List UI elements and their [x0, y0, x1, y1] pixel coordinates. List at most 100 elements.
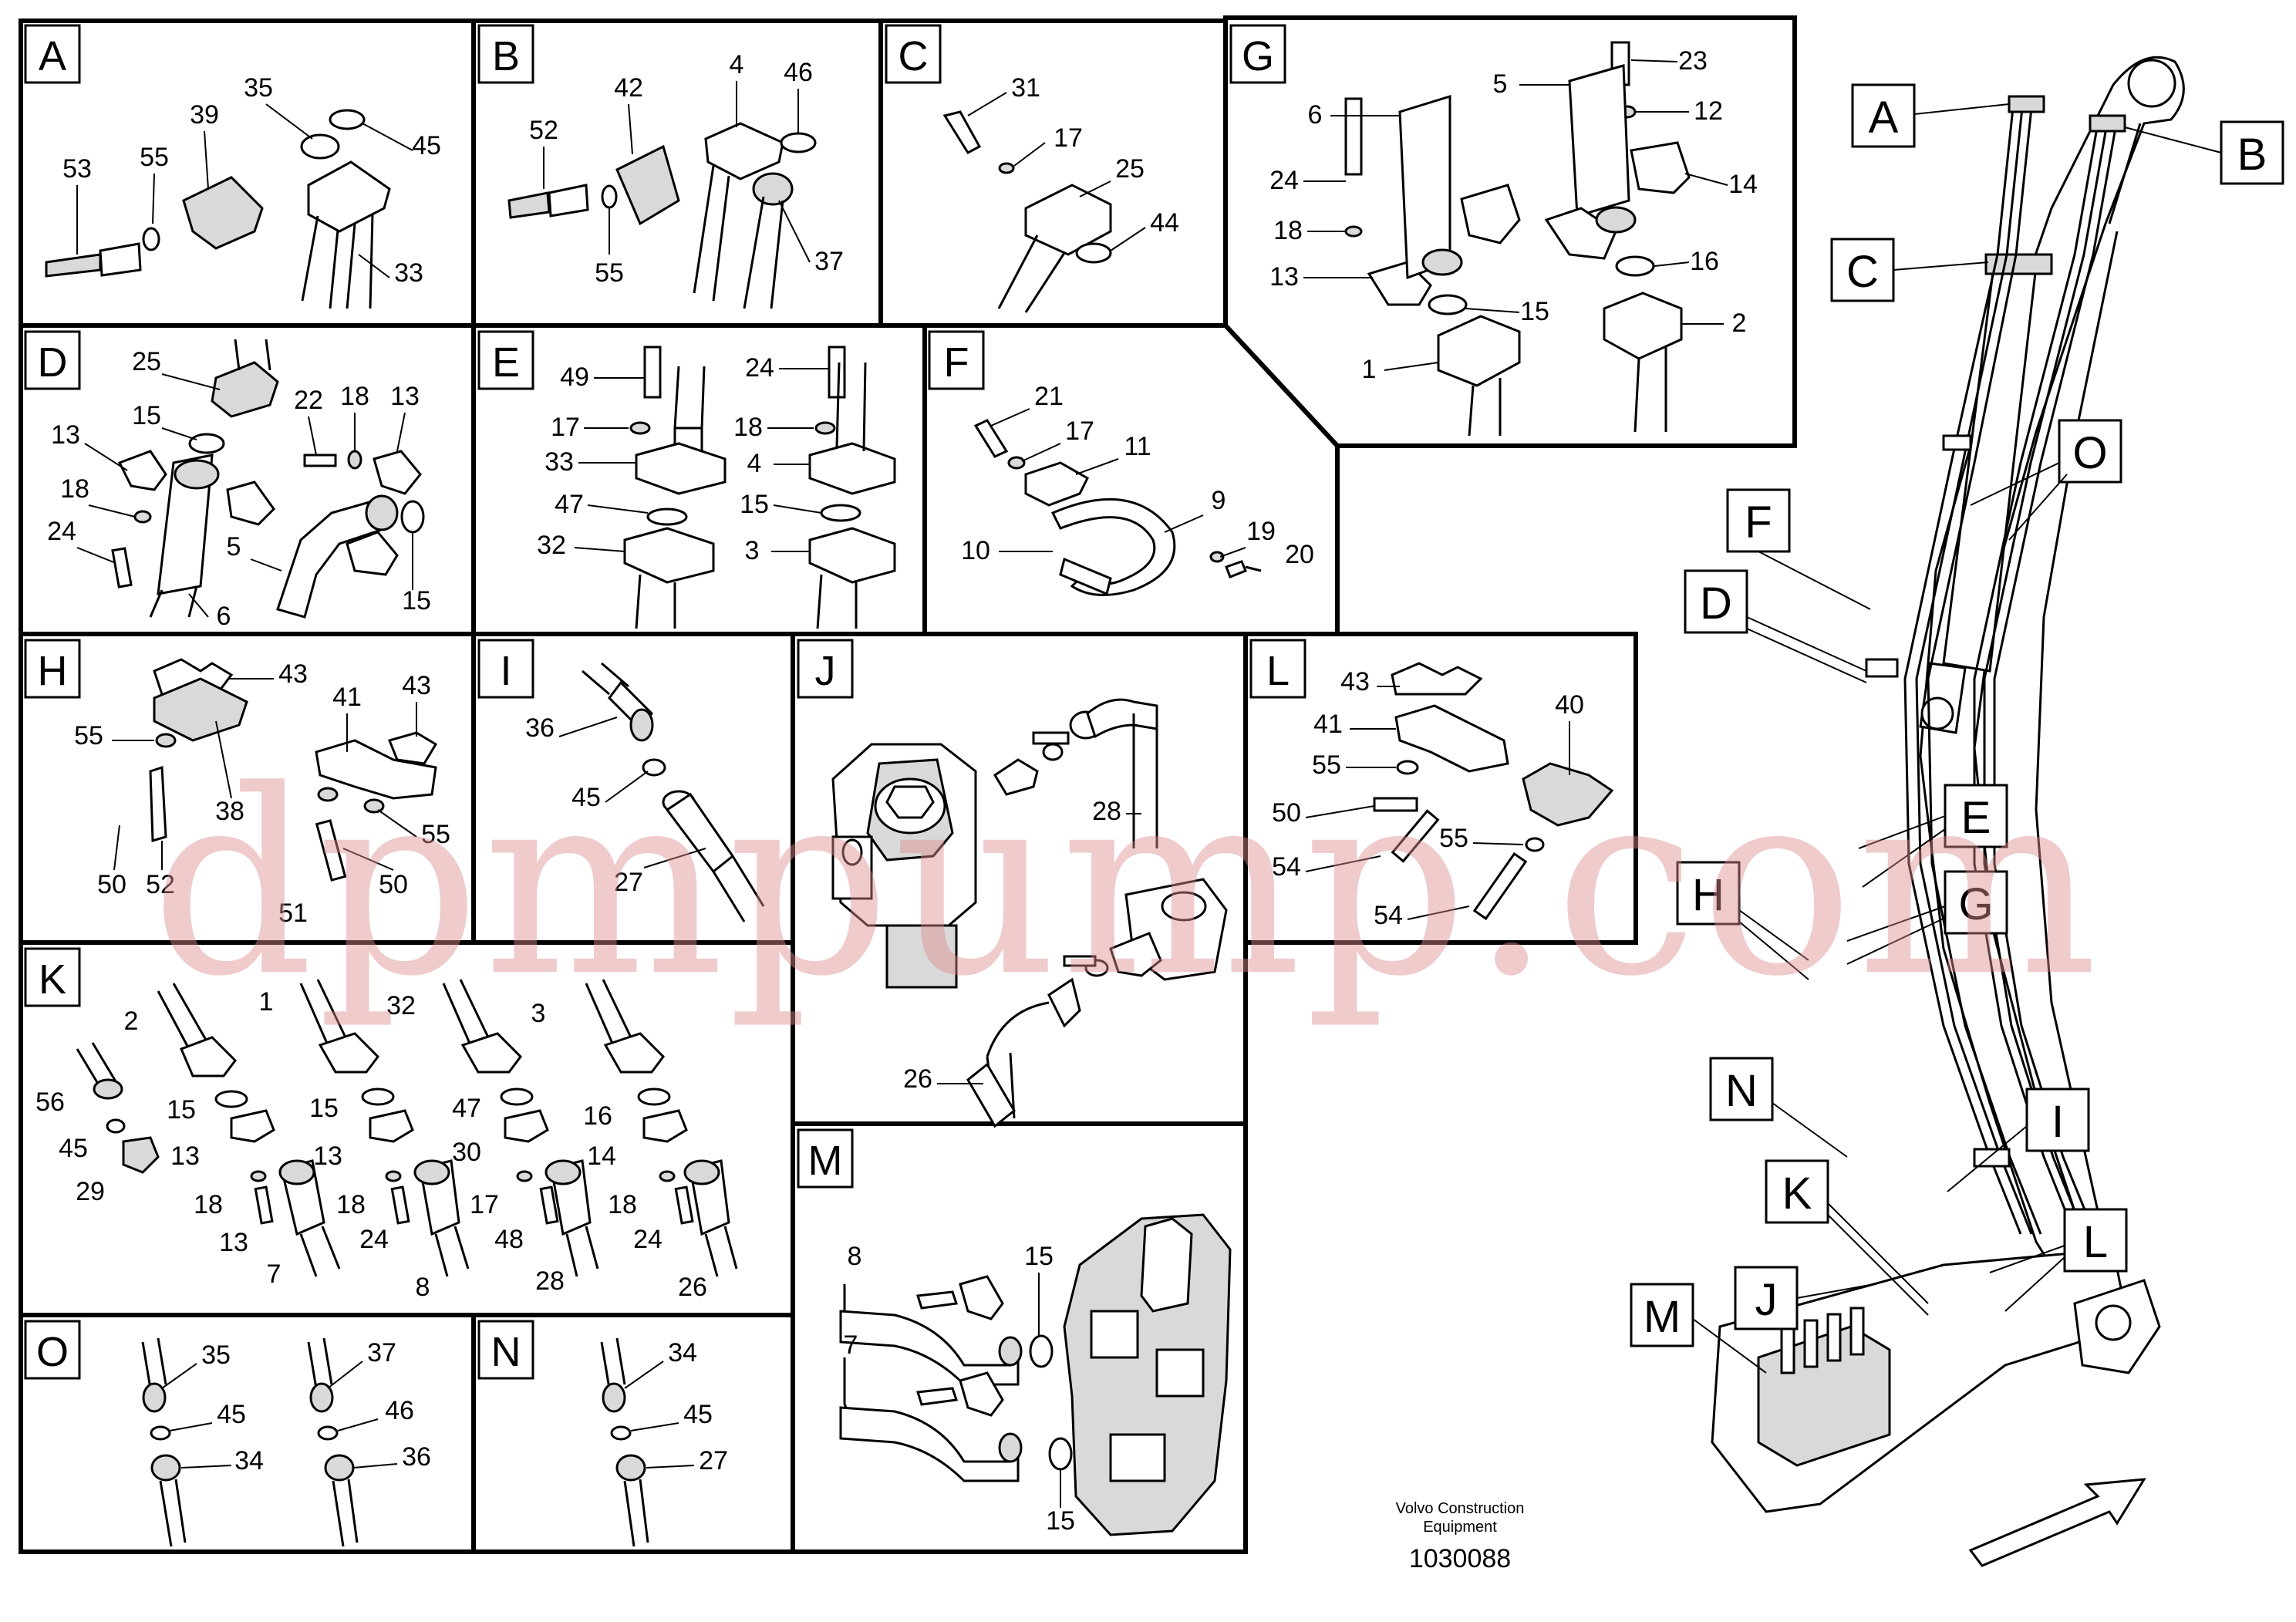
svg-text:18: 18 [60, 474, 89, 504]
panel-L: 43 40 41 55 50 54 55 54 [1272, 662, 1614, 930]
callout-labels-B: 52 42 4 46 55 37 [529, 50, 844, 288]
svg-text:A: A [1869, 93, 1899, 143]
svg-text:52: 52 [146, 870, 175, 899]
svg-text:45: 45 [59, 1134, 88, 1163]
svg-text:12: 12 [1694, 96, 1723, 126]
panel-M: 8 15 7 15 [839, 1213, 1232, 1536]
callout-labels-A: 53 55 39 35 45 33 [62, 73, 441, 288]
svg-text:34: 34 [234, 1446, 264, 1475]
svg-text:4: 4 [747, 449, 762, 478]
svg-text:18: 18 [336, 1190, 366, 1219]
svg-text:55: 55 [1312, 750, 1341, 780]
svg-text:38: 38 [215, 797, 244, 826]
svg-text:18: 18 [1273, 216, 1303, 245]
svg-text:O: O [36, 1329, 69, 1375]
svg-text:45: 45 [217, 1400, 246, 1429]
svg-text:24: 24 [359, 1225, 389, 1254]
svg-text:H: H [38, 648, 68, 694]
svg-text:2: 2 [1732, 309, 1747, 338]
svg-text:L: L [2083, 1217, 2108, 1267]
panel-labels: A B C G D E F H I J L K M O N [24, 24, 1306, 1380]
svg-text:20: 20 [1285, 540, 1314, 569]
svg-text:13: 13 [219, 1228, 248, 1257]
callout-labels-F: 21 17 11 9 10 19 20 [961, 382, 1314, 569]
publisher-line-1: Volvo Construction [1396, 1500, 1525, 1517]
callout-O: O [1970, 419, 2122, 541]
svg-text:29: 29 [76, 1177, 105, 1206]
svg-text:50: 50 [1272, 798, 1301, 828]
svg-text:6: 6 [217, 602, 231, 631]
svg-text:14: 14 [1728, 170, 1758, 199]
svg-text:K: K [1782, 1168, 1812, 1219]
svg-text:13: 13 [390, 382, 420, 411]
svg-text:35: 35 [201, 1340, 231, 1370]
svg-text:18: 18 [340, 382, 369, 411]
svg-text:27: 27 [614, 868, 643, 897]
callout-labels-O: 35 37 45 46 34 36 [201, 1338, 431, 1475]
svg-text:B: B [2237, 130, 2267, 180]
svg-text:39: 39 [190, 100, 219, 130]
svg-text:18: 18 [733, 413, 763, 442]
callout-C: C [1830, 238, 1989, 302]
k-assembly-4 [585, 979, 738, 1277]
svg-text:47: 47 [555, 490, 584, 519]
svg-text:24: 24 [745, 353, 774, 383]
svg-text:E: E [492, 339, 520, 386]
svg-text:D: D [1700, 578, 1732, 629]
svg-text:24: 24 [633, 1225, 663, 1254]
svg-text:16: 16 [583, 1101, 612, 1131]
svg-text:31: 31 [1011, 73, 1040, 103]
panel-label-N: N [477, 1320, 534, 1380]
svg-text:50: 50 [379, 870, 408, 899]
svg-text:13: 13 [51, 420, 80, 450]
svg-text:22: 22 [294, 386, 323, 415]
svg-text:48: 48 [494, 1225, 524, 1254]
callout-labels-I: 36 45 27 [525, 713, 643, 897]
callout-F: F [1726, 488, 1871, 610]
svg-text:10: 10 [961, 536, 990, 565]
svg-text:15: 15 [402, 586, 431, 615]
svg-text:49: 49 [560, 363, 589, 392]
svg-text:17: 17 [470, 1190, 499, 1219]
callout-N: N [1709, 1057, 1848, 1158]
svg-text:30: 30 [452, 1138, 481, 1167]
svg-text:M: M [808, 1138, 843, 1184]
svg-text:E: E [1961, 793, 1991, 843]
panel-label-J: J [797, 639, 854, 699]
panel-frames [19, 15, 1797, 1554]
svg-text:33: 33 [544, 447, 574, 477]
panel-B: 52 42 4 46 55 37 [507, 50, 844, 309]
svg-text:19: 19 [1246, 517, 1276, 546]
svg-text:O: O [2072, 428, 2107, 478]
svg-text:45: 45 [683, 1400, 713, 1429]
svg-text:L: L [1266, 648, 1290, 694]
drawing-number: 1030088 [1409, 1544, 1511, 1573]
callout-A: A [1851, 83, 2010, 148]
callout-B: B [2124, 120, 2284, 185]
panel-C: 31 17 25 44 [942, 73, 1179, 313]
svg-text:I: I [2052, 1097, 2064, 1147]
svg-text:36: 36 [525, 713, 555, 743]
svg-text:40: 40 [1555, 690, 1584, 720]
svg-text:45: 45 [412, 131, 441, 160]
svg-text:4: 4 [730, 50, 744, 79]
k-assembly-3 [442, 979, 599, 1277]
svg-text:F: F [944, 339, 969, 386]
svg-text:15: 15 [740, 490, 769, 519]
k-assembly-1 [157, 983, 341, 1277]
svg-text:J: J [1755, 1275, 1778, 1325]
svg-text:G: G [1958, 879, 1993, 929]
callout-D: D [1684, 569, 1867, 683]
svg-text:25: 25 [132, 347, 161, 376]
svg-text:24: 24 [47, 517, 76, 546]
svg-text:D: D [38, 339, 68, 386]
svg-text:15: 15 [167, 1095, 196, 1125]
svg-text:18: 18 [608, 1190, 637, 1219]
panel-H: 43 41 43 55 38 55 50 52 51 50 [74, 658, 450, 928]
callout-labels-G: 23 5 12 6 24 14 18 13 16 15 2 1 [1269, 46, 1758, 384]
callout-labels-N: 34 45 27 [668, 1338, 728, 1475]
svg-text:13: 13 [313, 1141, 342, 1171]
svg-text:37: 37 [367, 1338, 396, 1367]
svg-text:17: 17 [1054, 123, 1083, 153]
